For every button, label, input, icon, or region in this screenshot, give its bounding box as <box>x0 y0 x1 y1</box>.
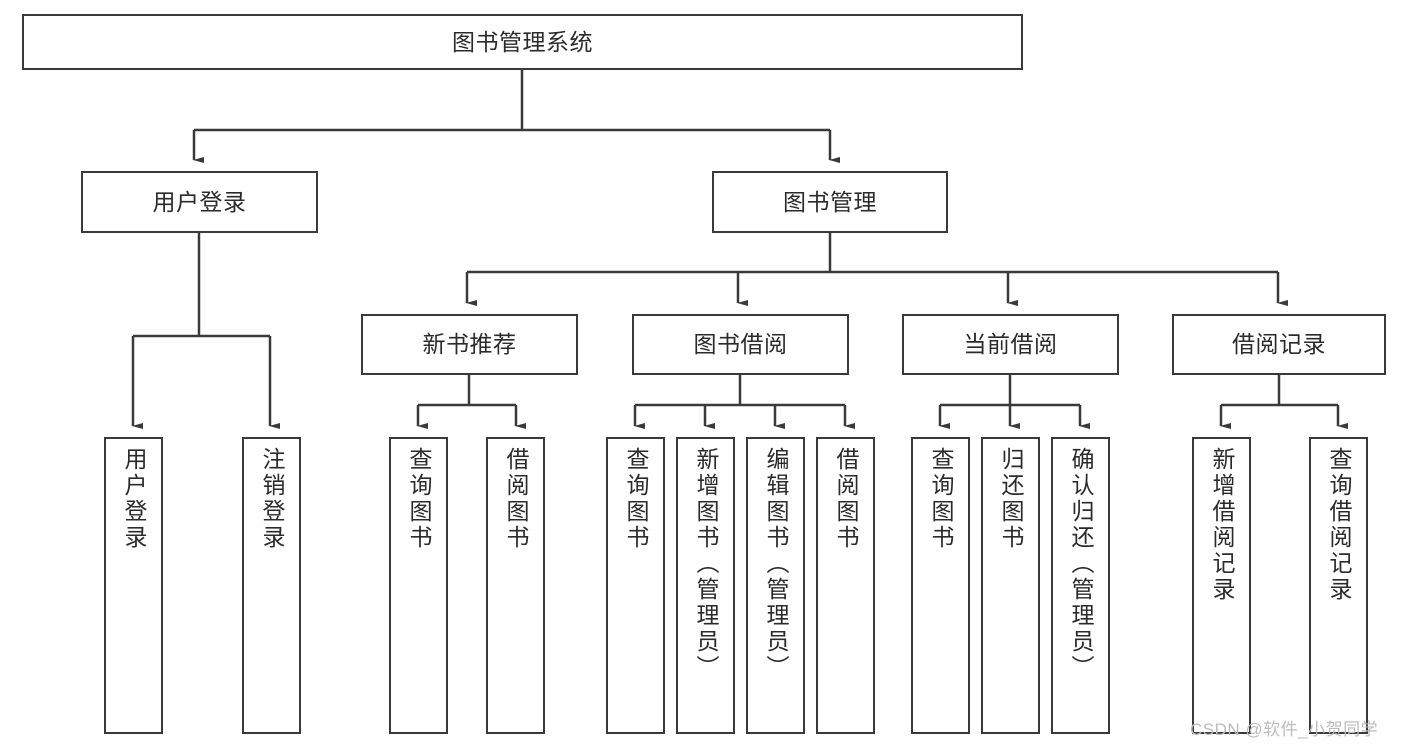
node-book-borrow[interactable]: 图书借阅 <box>632 314 849 375</box>
leaf-record-add-record-label: 新增借阅记录 <box>1209 447 1235 603</box>
node-current-borrow-label: 当前借阅 <box>963 331 1058 358</box>
leaf-recommend-query-book-label: 查询图书 <box>406 447 432 551</box>
leaf-record-query-record-label: 查询借阅记录 <box>1326 447 1352 603</box>
leaf-current-return-book-label: 归还图书 <box>998 447 1024 551</box>
leaf-recommend-borrow-book-label: 借阅图书 <box>503 447 529 551</box>
node-root-label: 图书管理系统 <box>452 28 593 55</box>
leaf-recommend-borrow-book[interactable]: 借阅图书 <box>486 437 545 734</box>
node-current-borrow[interactable]: 当前借阅 <box>902 314 1119 375</box>
leaf-borrow-add-book[interactable]: 新增图书（管理员） <box>676 437 735 734</box>
node-borrow-record[interactable]: 借阅记录 <box>1172 314 1386 375</box>
node-root[interactable]: 图书管理系统 <box>22 14 1023 70</box>
leaf-borrow-query-book[interactable]: 查询图书 <box>606 437 665 734</box>
leaf-borrow-edit-book[interactable]: 编辑图书（管理员） <box>746 437 805 734</box>
leaf-current-query-book[interactable]: 查询图书 <box>911 437 970 734</box>
leaf-borrow-add-book-label: 新增图书（管理员） <box>693 447 719 681</box>
leaf-record-add-record[interactable]: 新增借阅记录 <box>1192 437 1251 734</box>
node-book-management[interactable]: 图书管理 <box>712 171 948 233</box>
leaf-borrow-borrow-book[interactable]: 借阅图书 <box>816 437 875 734</box>
leaf-current-confirm-return[interactable]: 确认归还（管理员） <box>1051 437 1110 734</box>
leaf-borrow-borrow-book-label: 借阅图书 <box>833 447 859 551</box>
leaf-borrow-edit-book-label: 编辑图书（管理员） <box>763 447 789 681</box>
leaf-record-query-record[interactable]: 查询借阅记录 <box>1309 437 1368 734</box>
leaf-user-login-signout[interactable]: 注销登录 <box>242 437 301 734</box>
node-new-book-recommend-label: 新书推荐 <box>422 331 517 358</box>
node-book-management-label: 图书管理 <box>783 188 877 215</box>
leaf-user-login-signout-label: 注销登录 <box>259 447 285 551</box>
node-borrow-record-label: 借阅记录 <box>1232 331 1326 358</box>
leaf-current-confirm-return-label: 确认归还（管理员） <box>1068 447 1094 681</box>
node-user-login[interactable]: 用户登录 <box>81 171 318 233</box>
leaf-user-login-signin[interactable]: 用户登录 <box>104 437 163 734</box>
node-user-login-label: 用户登录 <box>152 188 247 215</box>
leaf-current-return-book[interactable]: 归还图书 <box>981 437 1040 734</box>
node-book-borrow-label: 图书借阅 <box>693 331 788 358</box>
leaf-recommend-query-book[interactable]: 查询图书 <box>389 437 448 734</box>
leaf-user-login-signin-label: 用户登录 <box>121 447 147 551</box>
leaf-borrow-query-book-label: 查询图书 <box>623 447 649 551</box>
leaf-current-query-book-label: 查询图书 <box>928 447 954 551</box>
node-new-book-recommend[interactable]: 新书推荐 <box>361 314 578 375</box>
